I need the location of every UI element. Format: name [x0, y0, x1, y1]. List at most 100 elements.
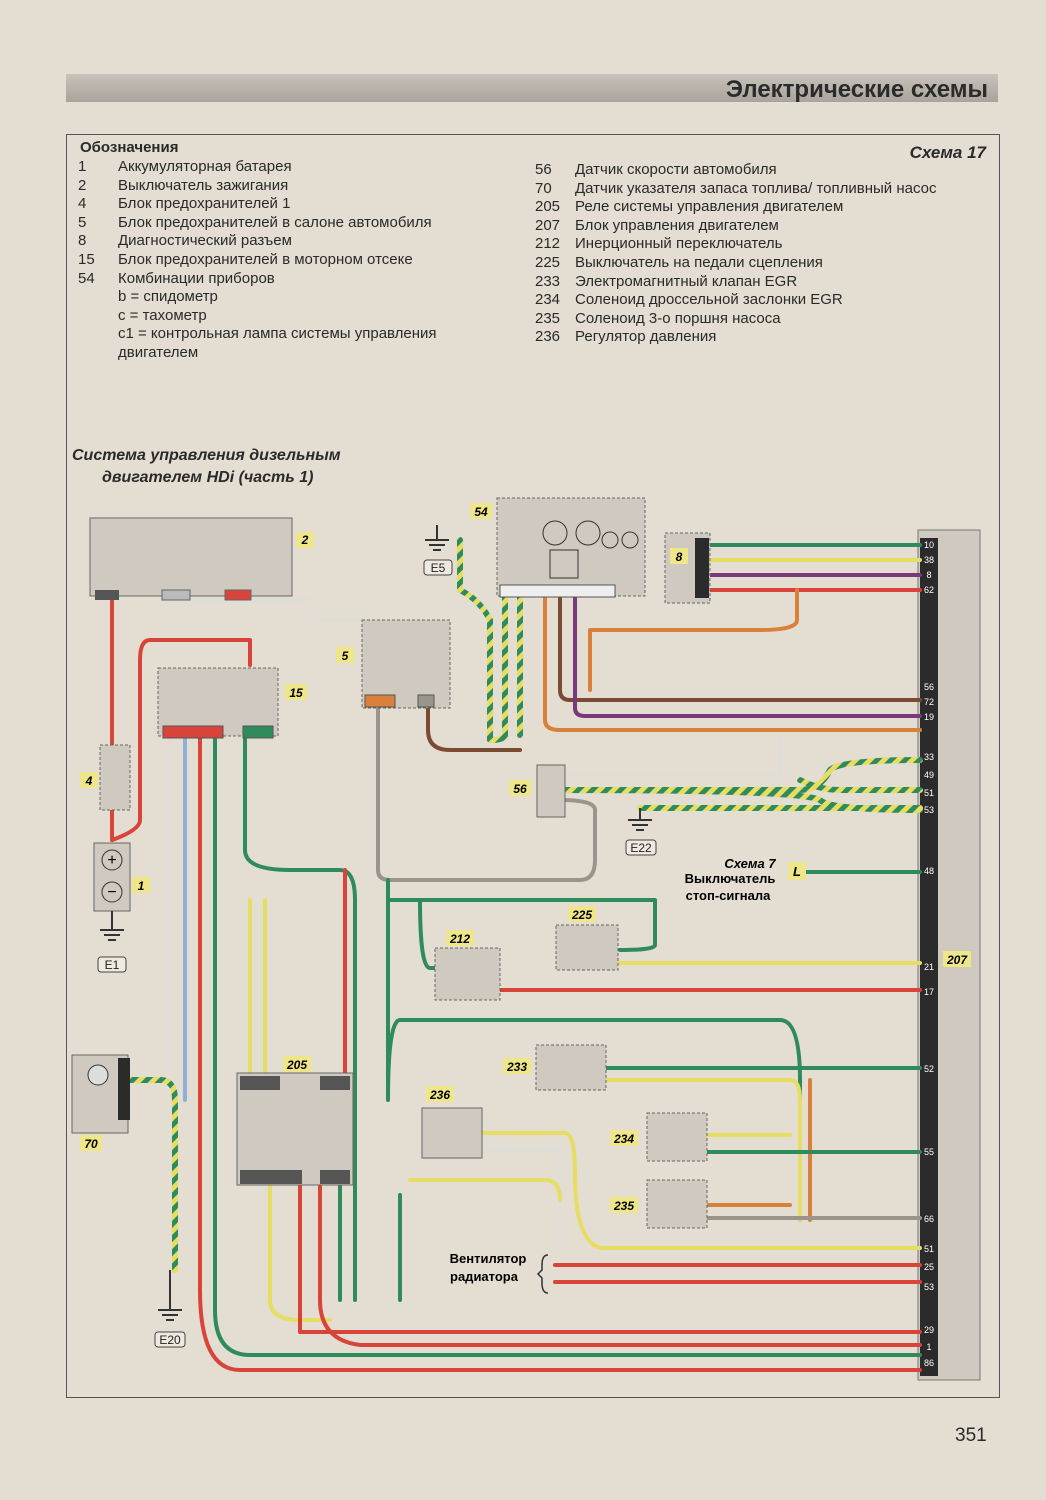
- scheme-label: Схема 17: [909, 143, 986, 162]
- legend-text: b = спидометр: [118, 288, 218, 306]
- label-c1: 1: [138, 879, 145, 893]
- label-c236: 236: [429, 1088, 450, 1102]
- legend-row: c1 = контрольная лампа системы управлени…: [78, 325, 498, 362]
- clutch-pedal-switch: [555, 924, 619, 971]
- fan-line1: Вентилятор: [450, 1251, 527, 1266]
- diagram-title: Система управления дизельным двигателем …: [72, 445, 341, 489]
- speedometer-gauge: [542, 520, 568, 546]
- ground-e22: E22: [630, 841, 652, 855]
- ignition-switch-terminal: [161, 589, 191, 601]
- ecu-pin-label: 53: [924, 805, 934, 815]
- header-title: Электрические схемы: [725, 76, 988, 103]
- battery-plus-terminal: [101, 849, 123, 871]
- label-c56: 56: [513, 782, 527, 796]
- ecu-pin-label: 1: [926, 1342, 931, 1352]
- fuse-box-terminal: [364, 694, 396, 708]
- pressure-regulator: [421, 1107, 483, 1159]
- ecu-pin-label: 56: [924, 682, 934, 692]
- pump-piston-solenoid: [646, 1179, 708, 1229]
- fuse-block-1: [99, 744, 131, 811]
- legend-text: Диагностический разъем: [118, 232, 292, 250]
- legend-number: 70: [535, 179, 552, 197]
- relay-connector-bottom: [320, 1170, 350, 1184]
- ecu-pin-label: 33: [924, 752, 934, 762]
- ecu-pin-label: 72: [924, 697, 934, 707]
- warning-lamp-c1: [601, 531, 619, 549]
- legend-text: Блок предохранителей 1: [118, 195, 291, 213]
- ecu-pin-label: 52: [924, 1064, 934, 1074]
- minus-symbol: −: [107, 884, 116, 901]
- legend-row: 70 Датчик указателя запаса топлива/ топли…: [535, 180, 975, 199]
- legend-row: 4 Блок предохранителей 1: [78, 195, 498, 214]
- label-c207: 207: [946, 953, 968, 967]
- legend-number: 233: [535, 272, 561, 290]
- relay-connector-top: [320, 1076, 350, 1090]
- ground-e20: E20: [159, 1333, 181, 1347]
- cluster-connector: [499, 584, 616, 598]
- wires: [110, 537, 923, 1372]
- ref-line1: Выключатель: [685, 871, 776, 886]
- diagram-title-line1: Система управления дизельным: [72, 447, 341, 464]
- label-c235: 235: [613, 1199, 634, 1213]
- diagram-title-line2: двигателем HDi (часть 1): [102, 469, 314, 486]
- legend-text: Блок предохранителей в салоне автомобиля: [118, 213, 432, 231]
- fuse-box-terminal: [417, 694, 435, 708]
- ecu-pin-label: 8: [926, 570, 931, 580]
- label-c212: 212: [449, 932, 470, 946]
- ecu-pin-label: 66: [924, 1214, 934, 1224]
- legend-text: Блок предохранителей в моторном отсеке: [118, 250, 413, 268]
- legend-row: 233 Электромагнитный клапан EGR: [535, 273, 975, 292]
- ecu-pin-label: 51: [924, 1244, 934, 1254]
- label-c205: 205: [286, 1058, 307, 1072]
- page-number: 351: [955, 1425, 987, 1446]
- ref-scheme: Схема 7: [724, 856, 776, 871]
- legend-text: Электромагнитный клапан EGR: [575, 272, 798, 290]
- diagnostic-connector-pins: [695, 538, 709, 598]
- ignition-switch: [89, 517, 293, 597]
- legend-text: Регулятор давления: [575, 328, 717, 346]
- speed-sensor: [536, 764, 566, 818]
- legend-number: 4: [78, 195, 87, 213]
- legend-text: Реле системы управления двигателем: [575, 198, 844, 216]
- legend-text: Блок управления двигателем: [575, 216, 779, 234]
- legend-number: 56: [535, 161, 552, 178]
- tachometer-gauge: [575, 520, 601, 546]
- legend-number: 212: [535, 235, 561, 253]
- cluster-module: [549, 549, 579, 579]
- ecu-pin-label: 55: [924, 1147, 934, 1157]
- legend-text: Датчик указателя запаса топлива/ топливн…: [575, 179, 937, 197]
- legend-text: Выключатель на педали сцепления: [575, 253, 823, 271]
- ecu-pin-label: 53: [924, 1282, 934, 1292]
- fan-brace: [536, 1254, 549, 1294]
- ecu-connector: [920, 538, 938, 1376]
- battery: [93, 842, 131, 912]
- legend-text: Соленоид дроссельной заслонки EGR: [575, 291, 843, 309]
- legend-text: c = тахометр: [118, 306, 207, 324]
- legend-number: 2: [78, 176, 87, 194]
- ecu-pin-label: 48: [924, 866, 934, 876]
- engine-fuse-box: [157, 667, 279, 737]
- legend-title: Обозначения: [80, 139, 179, 156]
- legend-row: b = спидометр: [78, 288, 498, 307]
- pump-motor-icon: [87, 1064, 109, 1086]
- cabin-fuse-box: [361, 619, 451, 709]
- engine-fuse-terminal: [162, 725, 224, 739]
- label-c234: 234: [613, 1132, 634, 1146]
- relay-connector-bottom: [240, 1170, 302, 1184]
- ground-e1: E1: [105, 958, 120, 972]
- egr-valve: [535, 1044, 607, 1091]
- legend-text: Датчик скорости автомобиля: [575, 161, 777, 178]
- legend-row: c = тахометр: [78, 307, 498, 326]
- ecu-pin-label: 38: [924, 555, 934, 565]
- engine-control-relay: [236, 1072, 354, 1186]
- legend-number: 5: [78, 213, 87, 231]
- legend-text: Аккумуляторная батарея: [118, 158, 292, 175]
- label-c4: 4: [85, 774, 93, 788]
